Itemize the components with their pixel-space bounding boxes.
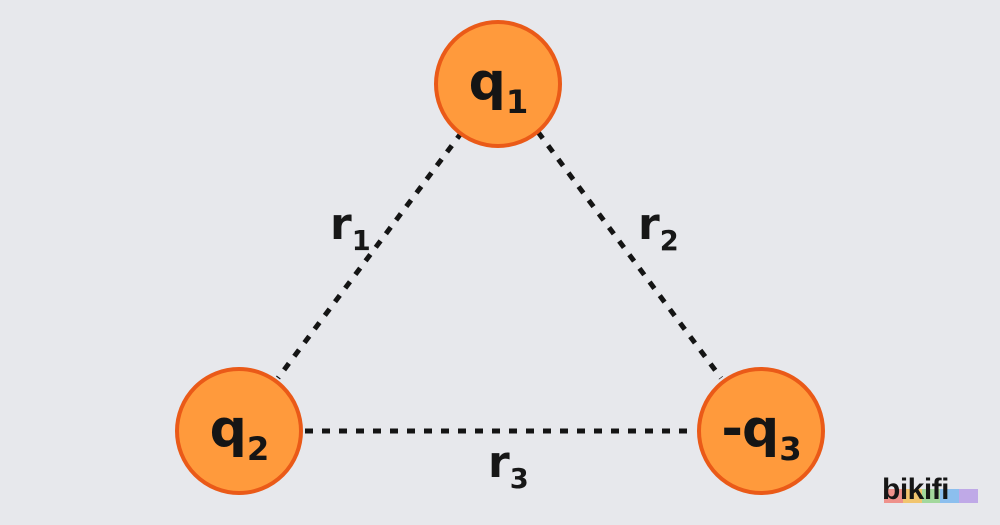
charge-q2: q2 — [175, 367, 303, 495]
distance-r2: r2 — [638, 203, 679, 256]
distance-r1-symbol: r — [330, 199, 352, 250]
logo-bar — [921, 489, 941, 503]
bikifi-logo: bikifi — [882, 475, 978, 509]
logo-color-bars — [884, 489, 978, 503]
distance-r2-index: 2 — [659, 226, 679, 258]
charge-q1-symbol: q — [468, 52, 506, 112]
distance-r3-symbol: r — [488, 437, 510, 488]
distance-r1-index: 1 — [351, 226, 371, 258]
charge-q2-label: q2 — [210, 403, 270, 465]
charge-q3-label: -q3 — [721, 403, 801, 465]
charge-q1: q1 — [434, 20, 562, 148]
distance-r3: r3 — [488, 441, 529, 494]
logo-bar — [959, 489, 978, 503]
charge-q3-index: 3 — [779, 429, 801, 468]
distance-r1: r1 — [330, 203, 371, 256]
charge-q1-index: 1 — [505, 82, 528, 121]
charge-q1-label: q1 — [469, 56, 529, 118]
logo-bar — [884, 489, 903, 503]
charge-q2-symbol: q — [209, 399, 247, 459]
logo-bar — [902, 489, 922, 503]
line-r2 — [535, 130, 724, 380]
distance-r2-symbol: r — [638, 199, 660, 250]
charge-q3-symbol: -q — [721, 399, 779, 459]
logo-bar — [940, 489, 960, 503]
line-r1 — [275, 130, 465, 380]
charge-q3: -q3 — [697, 367, 825, 495]
distance-r3-index: 3 — [509, 464, 529, 496]
charge-q2-index: 2 — [246, 429, 269, 468]
logo-text: bikifi — [882, 473, 950, 506]
